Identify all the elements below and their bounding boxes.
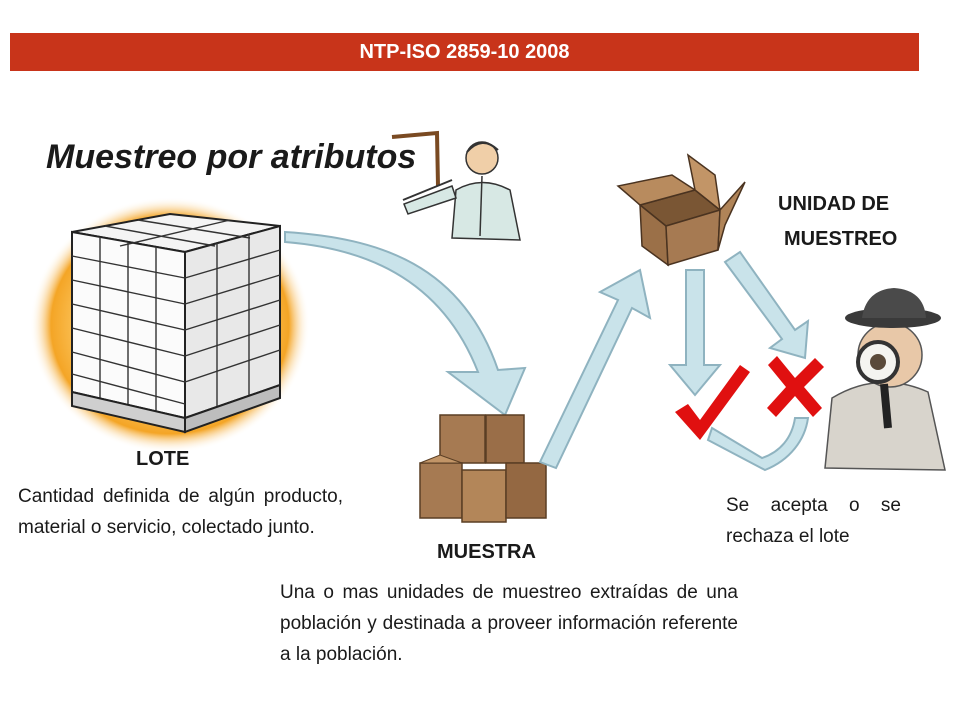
arrow-lote-to-muestra — [284, 230, 527, 417]
page-title: Muestreo por atributos — [46, 138, 417, 176]
open-box-icon — [616, 153, 746, 267]
arrow-muestra-to-unidad — [538, 268, 652, 470]
stacked-boxes-icon — [419, 414, 547, 523]
arrow-return-curve — [706, 417, 810, 472]
cross-icon — [767, 356, 824, 417]
pallet-boxes-icon — [30, 197, 310, 453]
banner-text: NTP-ISO 2859-10 2008 — [359, 40, 570, 63]
arrow-unidad-to-reject — [723, 250, 810, 360]
lote-description: Cantidad definida de algún producto, mat… — [18, 486, 343, 538]
unidad-label-line1: UNIDAD DE — [778, 193, 890, 215]
muestra-description: Una o mas unidades de muestreo extraídas… — [280, 582, 738, 665]
muestra-label: MUESTRA — [437, 541, 536, 563]
teacher-pointer-icon — [391, 130, 521, 241]
decision-description: Se acepta o se rechaza el lote — [726, 495, 901, 547]
unidad-label-line2: MUESTREO — [784, 228, 898, 250]
title-banner: NTP-ISO 2859-10 2008 — [10, 33, 919, 71]
lote-label: LOTE — [136, 448, 190, 470]
arrow-unidad-to-accept — [667, 269, 723, 397]
checkmark-icon — [675, 365, 750, 440]
detective-magnifier-icon — [824, 288, 946, 471]
